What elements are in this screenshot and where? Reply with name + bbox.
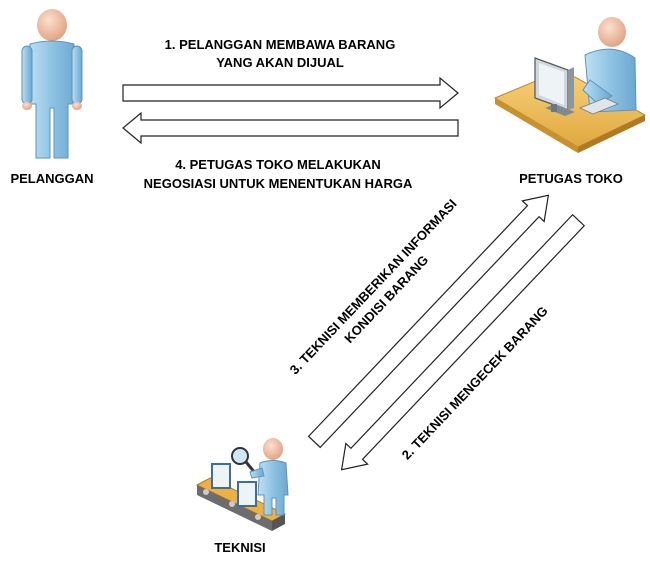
petugas-toko-label: PETUGAS TOKO — [519, 171, 623, 186]
step1-label-line1: 1. PELANGGAN MEMBAWA BARANG — [165, 37, 396, 52]
teknisi-technician-inspection-icon — [195, 438, 289, 531]
teknisi-label: TEKNISI — [214, 540, 265, 555]
petugas-toko-clerk-at-computer-icon — [493, 17, 647, 153]
arrow-step4-left — [122, 111, 459, 145]
arrow-step3-diagonal-up — [307, 194, 550, 449]
step3-label-line1: 3. TEKNISI MEMBERIKAN INFORMASI — [287, 196, 460, 377]
step4-label-line1: 4. PETUGAS TOKO MELAKUKAN — [175, 157, 381, 172]
arrow-step1-right — [122, 76, 459, 110]
step4-label-line2: NEGOSIASI UNTUK MENENTUKAN HARGA — [144, 176, 413, 191]
pelanggan-person-icon — [21, 9, 83, 159]
pelanggan-label: PELANGGAN — [10, 171, 93, 186]
step1-label-line2: YANG AKAN DIJUAL — [216, 55, 344, 70]
arrow-step2-diagonal-down — [340, 213, 586, 471]
